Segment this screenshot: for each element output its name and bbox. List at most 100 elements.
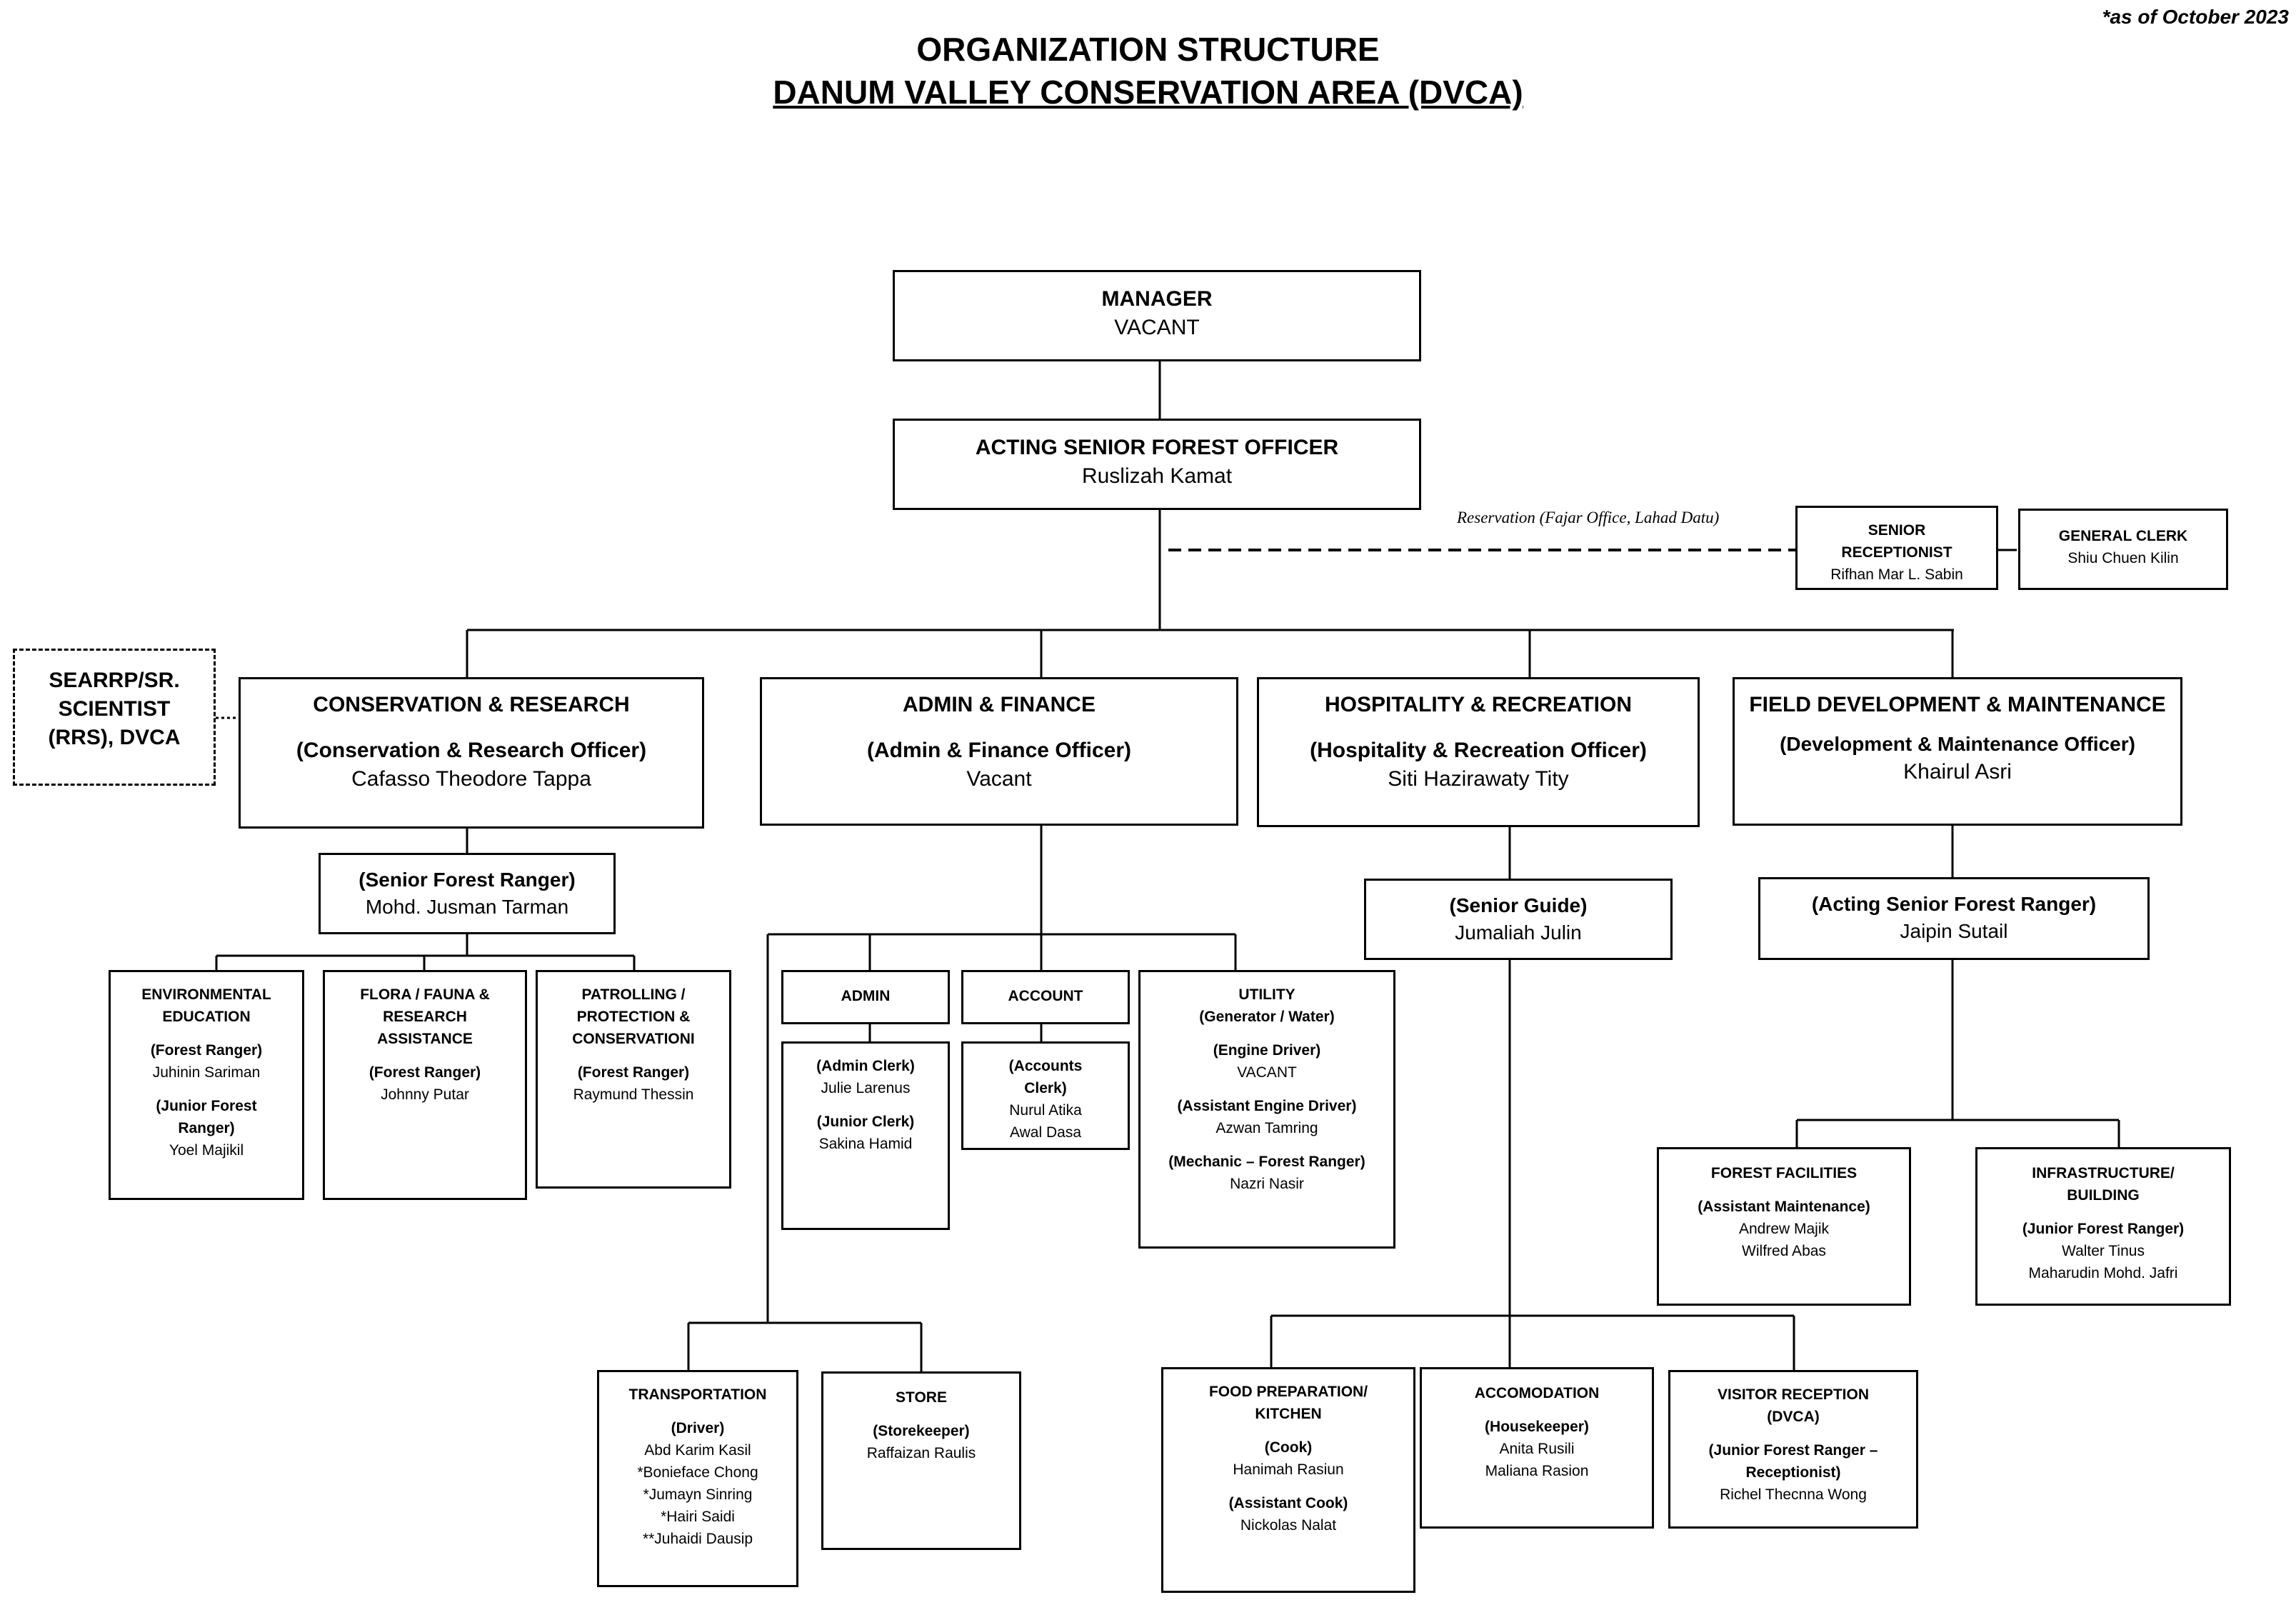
- utility-role-3: (Mechanic – Forest Ranger): [1168, 1154, 1365, 1170]
- visitor-reception-title-2: (DVCA): [1767, 1409, 1820, 1425]
- utility-title-2: (Generator / Water): [1199, 1009, 1335, 1025]
- field-dev-box: FIELD DEVELOPMENT & MAINTENANCE (Develop…: [1733, 677, 2182, 826]
- accomodation-box: ACCOMODATION (Housekeeper) Anita Rusili …: [1420, 1367, 1654, 1529]
- food-prep-name-2: Nickolas Nalat: [1240, 1517, 1337, 1534]
- patrolling-title-2: PROTECTION &: [576, 1009, 691, 1025]
- senior-guide-role: (Senior Guide): [1449, 894, 1588, 916]
- manager-title: MANAGER: [1101, 287, 1213, 311]
- food-prep-box: FOOD PREPARATION/ KITCHEN (Cook) Hanimah…: [1161, 1367, 1415, 1593]
- conservation-name: Cafasso Theodore Tappa: [351, 767, 591, 791]
- transportation-name: *Jumayn Sinring: [643, 1486, 753, 1503]
- field-dev-title: FIELD DEVELOPMENT & MAINTENANCE: [1749, 693, 2166, 716]
- store-box: STORE (Storekeeper) Raffaizan Raulis: [821, 1371, 1021, 1550]
- transportation-box: TRANSPORTATION (Driver) Abd Karim Kasil …: [597, 1370, 798, 1587]
- conservation-box: CONSERVATION & RESEARCH (Conservation & …: [239, 677, 704, 829]
- transportation-name: **Juhaidi Dausip: [642, 1531, 753, 1547]
- food-prep-role-2: (Assistant Cook): [1228, 1495, 1348, 1511]
- store-title: STORE: [896, 1389, 947, 1406]
- flora-fauna-box: FLORA / FAUNA & RESEARCH ASSISTANCE (For…: [323, 970, 527, 1200]
- account-role: (Accounts: [1008, 1058, 1083, 1074]
- infrastructure-title-2: BUILDING: [2067, 1187, 2140, 1204]
- manager-box: MANAGER VACANT: [893, 270, 1421, 361]
- transportation-role: (Driver): [671, 1420, 725, 1436]
- field-dev-senior-ranger-role: (Acting Senior Forest Ranger): [1811, 893, 2097, 915]
- senior-receptionist-name: Rifhan Mar L. Sabin: [1830, 566, 1963, 583]
- reservation-note: Reservation (Fajar Office, Lahad Datu): [1457, 509, 1720, 526]
- senior-guide-name: Jumaliah Julin: [1455, 921, 1582, 944]
- flora-fauna-name: Johnny Putar: [381, 1086, 469, 1103]
- accomodation-title: ACCOMODATION: [1474, 1385, 1600, 1401]
- hospitality-title: HOSPITALITY & RECREATION: [1324, 693, 1633, 716]
- senior-officer-title: ACTING SENIOR FOREST OFFICER: [975, 436, 1339, 459]
- conservation-role: (Conservation & Research Officer): [296, 739, 647, 762]
- admin-finance-title: ADMIN & FINANCE: [903, 693, 1096, 716]
- admin-detail-box: (Admin Clerk) Julie Larenus (Junior Cler…: [781, 1041, 950, 1230]
- flora-fauna-title-2: RESEARCH: [383, 1009, 467, 1025]
- flora-fauna-role: (Forest Ranger): [369, 1064, 481, 1081]
- transportation-name: *Hairi Saidi: [661, 1509, 735, 1525]
- admin-role-2: (Junior Clerk): [816, 1114, 915, 1130]
- env-education-name-2: Yoel Majikil: [169, 1142, 244, 1159]
- transportation-name: *Bonieface Chong: [637, 1464, 758, 1481]
- env-education-box: ENVIRONMENTAL EDUCATION (Forest Ranger) …: [109, 970, 304, 1200]
- forest-facilities-name-2: Wilfred Abas: [1742, 1243, 1826, 1259]
- account-header-title: ACCOUNT: [1008, 988, 1083, 1004]
- admin-finance-name: Vacant: [966, 767, 1032, 791]
- utility-role-2: (Assistant Engine Driver): [1177, 1098, 1357, 1114]
- accomodation-name-1: Anita Rusili: [1499, 1441, 1575, 1457]
- admin-role-1: (Admin Clerk): [816, 1058, 915, 1074]
- hospitality-box: HOSPITALITY & RECREATION (Hospitality & …: [1257, 677, 1700, 827]
- accomodation-name-2: Maliana Rasion: [1485, 1463, 1589, 1479]
- forest-facilities-name-1: Andrew Majik: [1738, 1221, 1830, 1237]
- infrastructure-name-2: Maharudin Mohd. Jafri: [2028, 1265, 2178, 1281]
- senior-officer-box: ACTING SENIOR FOREST OFFICER Ruslizah Ka…: [893, 419, 1421, 510]
- senior-receptionist-title-2: RECEPTIONIST: [1841, 544, 1952, 561]
- transportation-title: TRANSPORTATION: [628, 1386, 767, 1403]
- visitor-reception-box: VISITOR RECEPTION (DVCA) (Junior Forest …: [1668, 1370, 1918, 1529]
- patrolling-name: Raymund Thessin: [573, 1086, 694, 1103]
- patrolling-title: PATROLLING /: [581, 986, 686, 1003]
- patrolling-role: (Forest Ranger): [577, 1064, 690, 1081]
- flora-fauna-title: FLORA / FAUNA &: [360, 986, 490, 1003]
- infrastructure-role: (Junior Forest Ranger): [2022, 1221, 2185, 1237]
- general-clerk-title: GENERAL CLERK: [2058, 528, 2188, 544]
- general-clerk-name: Shiu Chuen Kilin: [2067, 550, 2179, 566]
- admin-header-box: ADMIN: [781, 970, 950, 1024]
- senior-receptionist-box: SENIOR RECEPTIONIST Rifhan Mar L. Sabin: [1795, 506, 1998, 590]
- senior-guide-box: (Senior Guide) Jumaliah Julin: [1364, 879, 1673, 960]
- account-name-1: Nurul Atika: [1009, 1102, 1082, 1119]
- transportation-name: Abd Karim Kasil: [644, 1442, 751, 1459]
- store-role: (Storekeeper): [873, 1423, 970, 1439]
- env-education-role-1: (Forest Ranger): [150, 1042, 263, 1059]
- senior-receptionist-title: SENIOR: [1868, 522, 1926, 539]
- env-education-title: ENVIRONMENTAL: [141, 986, 271, 1003]
- hospitality-name: Siti Hazirawaty Tity: [1388, 767, 1569, 791]
- searrp-line-3: (RRS), DVCA: [48, 726, 181, 749]
- field-dev-senior-ranger-name: Jaipin Sutail: [1900, 920, 2008, 942]
- utility-name-3: Nazri Nasir: [1230, 1176, 1304, 1192]
- conservation-senior-ranger-box: (Senior Forest Ranger) Mohd. Jusman Tarm…: [319, 853, 616, 934]
- conservation-title: CONSERVATION & RESEARCH: [313, 693, 630, 716]
- admin-finance-role: (Admin & Finance Officer): [866, 739, 1132, 762]
- searrp-line-2: SCIENTIST: [58, 697, 171, 721]
- visitor-reception-role-2: Receptionist): [1745, 1464, 1841, 1481]
- env-education-role-2: (Junior Forest: [156, 1098, 257, 1114]
- forest-facilities-title: FOREST FACILITIES: [1710, 1165, 1858, 1181]
- utility-name-2: Azwan Tamring: [1215, 1120, 1318, 1136]
- env-education-title-2: EDUCATION: [162, 1009, 251, 1025]
- visitor-reception-role: (Junior Forest Ranger –: [1708, 1442, 1878, 1459]
- general-clerk-box: GENERAL CLERK Shiu Chuen Kilin: [2018, 509, 2228, 590]
- infrastructure-name-1: Walter Tinus: [2062, 1243, 2145, 1259]
- account-header-box: ACCOUNT: [961, 970, 1130, 1024]
- patrolling-box: PATROLLING / PROTECTION & CONSERVATIONI …: [536, 970, 731, 1189]
- conservation-senior-ranger-role: (Senior Forest Ranger): [359, 869, 576, 891]
- flora-fauna-title-3: ASSISTANCE: [377, 1031, 473, 1047]
- conservation-senior-ranger-name: Mohd. Jusman Tarman: [365, 896, 569, 918]
- food-prep-title: FOOD PREPARATION/: [1208, 1384, 1368, 1400]
- patrolling-title-3: CONSERVATIONI: [572, 1031, 695, 1047]
- admin-header-title: ADMIN: [841, 988, 891, 1004]
- infrastructure-title: INFRASTRUCTURE/: [2032, 1165, 2175, 1181]
- searrp-line-1: SEARRP/SR.: [49, 669, 180, 692]
- chart-subtitle: DANUM VALLEY CONSERVATION AREA (DVCA): [773, 74, 1523, 111]
- chart-title: ORGANIZATION STRUCTURE: [916, 31, 1380, 68]
